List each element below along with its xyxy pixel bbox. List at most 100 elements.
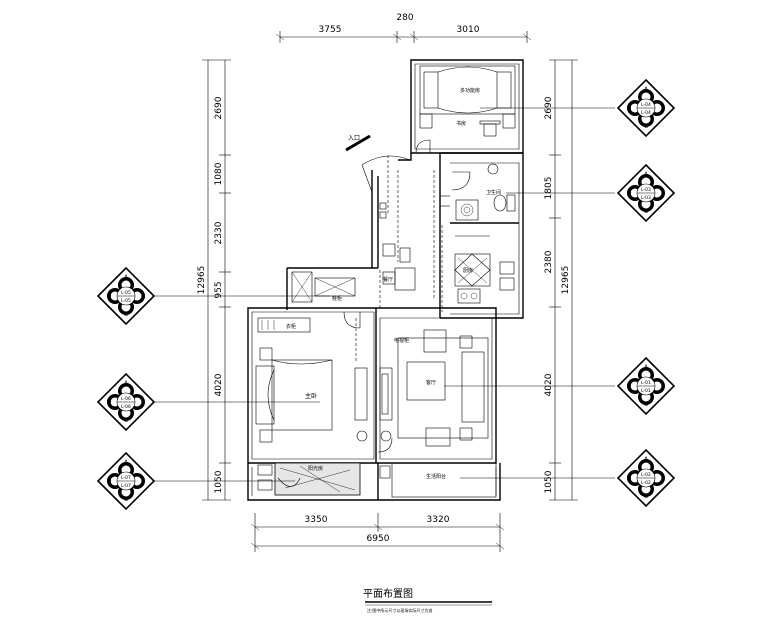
index-tag-letter: C bbox=[124, 311, 128, 318]
right-dim-3: 2380 bbox=[544, 250, 554, 273]
index-tag-letter: C bbox=[124, 496, 128, 503]
left-dim-total: 12965 bbox=[197, 266, 207, 295]
drawing-title: 平面布置图 bbox=[363, 588, 413, 600]
top-dimensions: 3755 280 3010 bbox=[275, 13, 532, 43]
left-dim-5: 4020 bbox=[214, 373, 224, 396]
left-dim-3: 2330 bbox=[214, 221, 224, 244]
index-tag-letter: B bbox=[141, 293, 145, 300]
index-tag-ref: L-03 bbox=[641, 187, 651, 193]
balconies: 阳光房 生活阳台 bbox=[257, 462, 497, 498]
index-tag-ref: L-05 bbox=[121, 290, 131, 296]
sun-balcony-label: 阳光房 bbox=[308, 465, 323, 472]
kitchen: 厨房 bbox=[454, 235, 515, 304]
index-tag-letter: D bbox=[627, 190, 632, 197]
index-tag-letter: A bbox=[124, 274, 129, 281]
index-tag-ref: L-06 bbox=[121, 396, 131, 402]
index-tag-letter: A bbox=[124, 459, 129, 466]
index-tag-ref: L-02 bbox=[641, 480, 651, 486]
shoe-cabinet-label: 鞋柜 bbox=[332, 295, 342, 302]
index-tag-letter: D bbox=[627, 105, 632, 112]
drawing-subtitle: 注:图中所示尺寸以现场实际尺寸为准 bbox=[367, 607, 432, 613]
index-tag-letter: B bbox=[661, 105, 665, 112]
bottom-dim-2: 3320 bbox=[427, 515, 450, 525]
bathroom-label: 卫生间 bbox=[486, 189, 501, 196]
dining: 餐厅 bbox=[382, 243, 416, 291]
multi-room-label: 多功能房 bbox=[460, 87, 480, 94]
index-tag-letter: C bbox=[644, 493, 648, 500]
multi-function-room: 多功能房 书房 bbox=[419, 65, 516, 137]
entrance-area: 入口 bbox=[345, 134, 435, 300]
top-dim-3: 3010 bbox=[457, 25, 480, 35]
bottom-dimensions: 3350 3320 6950 bbox=[250, 513, 505, 552]
right-dim-5: 1050 bbox=[544, 470, 554, 493]
tv-cabinet-label: 电视柜 bbox=[394, 337, 409, 344]
leader-lines bbox=[153, 107, 615, 482]
right-dim-total: 12965 bbox=[561, 266, 571, 295]
life-balcony-label: 生活阳台 bbox=[426, 473, 446, 480]
living-room: 客厅 电视柜 bbox=[379, 329, 489, 447]
master-bedroom-label: 主卧 bbox=[305, 392, 317, 400]
index-tag-letter: A bbox=[644, 171, 649, 178]
index-tag-letter: A bbox=[644, 86, 649, 93]
bottom-dim-total: 6950 bbox=[367, 534, 390, 544]
doors bbox=[343, 139, 471, 453]
index-tag-letter: B bbox=[661, 190, 665, 197]
index-tag-letter: A bbox=[644, 456, 649, 463]
index-tag-letter: B bbox=[141, 399, 145, 406]
bathroom: 卫生间 bbox=[440, 163, 516, 221]
top-dim-2: 280 bbox=[396, 13, 413, 23]
right-dimensions: 2690 1805 2380 4020 1050 12965 bbox=[544, 59, 578, 501]
index-tag-letter: B bbox=[141, 478, 145, 485]
index-tag-ref: L-04 bbox=[641, 102, 651, 108]
index-tag-ref: L-07 bbox=[121, 483, 131, 489]
index-tag-ref: L-04 bbox=[641, 110, 651, 116]
index-tag-letter: D bbox=[627, 475, 632, 482]
study-label: 书房 bbox=[456, 120, 466, 127]
title-block: 平面布置图 注:图中所示尺寸以现场实际尺寸为准 bbox=[363, 588, 492, 613]
master-bedroom: 衣柜 主卧 bbox=[255, 317, 368, 443]
dining-label: 餐厅 bbox=[383, 276, 393, 283]
top-dim-1: 3755 bbox=[319, 25, 342, 35]
left-dim-1: 2690 bbox=[214, 96, 224, 119]
index-tag-ref: L-01 bbox=[641, 388, 651, 394]
bottom-dim-1: 3350 bbox=[305, 515, 328, 525]
wardrobe-label: 衣柜 bbox=[286, 323, 296, 330]
index-tag-ref: L-02 bbox=[641, 472, 651, 478]
index-tag-letter: C bbox=[644, 208, 648, 215]
index-tag-letter: B bbox=[661, 383, 665, 390]
index-tag-letter: C bbox=[124, 417, 128, 424]
index-tag-letter: B bbox=[661, 475, 665, 482]
index-tag-letter: A bbox=[124, 380, 129, 387]
index-tag-letter: D bbox=[107, 399, 112, 406]
index-tag-letter: A bbox=[644, 364, 649, 371]
left-dim-4: 955 bbox=[214, 281, 224, 298]
index-tag-ref: L-06 bbox=[121, 404, 131, 410]
right-dim-2: 1805 bbox=[544, 177, 554, 200]
index-tag-letter: D bbox=[627, 383, 632, 390]
index-tag-letter: D bbox=[107, 293, 112, 300]
index-tag-ref: L-07 bbox=[121, 475, 131, 481]
index-tag-ref: L-05 bbox=[121, 298, 131, 304]
left-dim-2: 1080 bbox=[214, 162, 224, 185]
index-tag-ref: L-01 bbox=[641, 380, 651, 386]
index-tag-letter: C bbox=[644, 123, 648, 130]
right-dim-4: 4020 bbox=[544, 373, 554, 396]
left-dimensions: 2690 1080 2330 955 4020 1050 12965 bbox=[197, 59, 231, 501]
index-tag-ref: L-03 bbox=[641, 195, 651, 201]
kitchen-label: 厨房 bbox=[463, 267, 473, 274]
left-dim-6: 1050 bbox=[214, 470, 224, 493]
index-tag-letter: D bbox=[107, 478, 112, 485]
index-tag-letter: C bbox=[644, 401, 648, 408]
living-room-label: 客厅 bbox=[426, 379, 436, 386]
shoe-cabinet: 鞋柜 bbox=[291, 271, 356, 303]
entrance-label: 入口 bbox=[348, 135, 360, 142]
